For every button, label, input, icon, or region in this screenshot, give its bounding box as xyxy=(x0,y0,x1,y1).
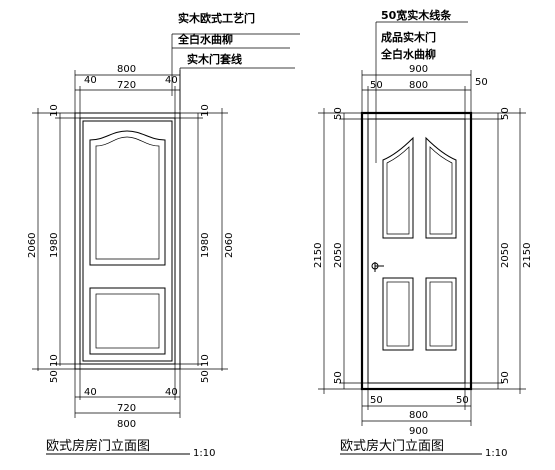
right-door-lower-left-panel xyxy=(382,277,414,351)
right-top-inner-dim: 800 xyxy=(409,80,428,91)
left-door-leaf xyxy=(82,120,173,362)
right-door-lower-right-panel xyxy=(425,277,457,351)
right-note-3: 全白水曲柳 xyxy=(380,47,436,61)
right-top-total-dim: 900 xyxy=(409,64,428,75)
right-door-elevation: 900 800 50 50 50 50 800 900 2150 2050 50… xyxy=(313,8,533,459)
left-top-small-dim: 10 xyxy=(49,104,60,117)
left-note-3: 实木门套线 xyxy=(187,52,242,66)
right-top-small-dim: 10 xyxy=(200,104,211,117)
right-inner-height-dim: 1980 xyxy=(200,233,211,258)
right-door-frame-outer xyxy=(360,111,473,391)
right-door-right-outer-height-dim: 2150 xyxy=(522,243,533,268)
left-bottom-tiny-dim: 50 xyxy=(49,370,60,383)
right-door-right-inner-height-dim: 2050 xyxy=(500,243,511,268)
left-bottom-inner-dim: 720 xyxy=(117,403,136,414)
left-door-scale: 1:10 xyxy=(193,448,215,459)
right-bottom-edge-left-dim: 50 xyxy=(370,395,383,406)
left-top-inner-dim: 720 xyxy=(117,80,136,91)
left-door-upper-panel xyxy=(89,130,166,266)
left-door-lower-panel-inner xyxy=(95,293,160,349)
right-door-upper-right-panel xyxy=(425,136,457,239)
right-bottom-inner-dim: 800 xyxy=(409,410,428,421)
left-door-lower-panel xyxy=(89,287,166,355)
left-bottom-total-dim: 800 xyxy=(117,419,136,430)
left-inner-height-dim: 1980 xyxy=(49,233,60,258)
left-top-edge-right-dim: 40 xyxy=(165,75,178,86)
left-door-casing-outer xyxy=(74,112,181,370)
right-door-frame-inner xyxy=(367,118,466,384)
left-door-upper-panel-inner xyxy=(95,136,160,260)
left-outer-height-dim: 2060 xyxy=(27,233,38,258)
right-door-upper-left-panel xyxy=(382,136,414,239)
right-note-1: 50宽实木线条 xyxy=(381,8,452,22)
right-door-scale: 1:10 xyxy=(485,448,507,459)
right-door-right-bottom-small-dim: 50 xyxy=(500,371,511,384)
left-top-edge-left-dim: 40 xyxy=(84,75,97,86)
left-note-2: 全白水曲柳 xyxy=(177,32,233,46)
right-door-left-inner-height-dim: 2050 xyxy=(333,243,344,268)
right-door-title: 欧式房大门立面图 xyxy=(340,438,444,454)
right-door-lower-left-panel-inner xyxy=(386,281,410,347)
left-note-1: 实木欧式工艺门 xyxy=(178,11,255,25)
right-top-edge-right-dim: 50 xyxy=(475,77,488,88)
right-door-upper-right-panel-inner xyxy=(429,146,453,235)
left-bottom-edge-left-dim: 40 xyxy=(84,387,97,398)
right-door-right-top-small-dim: 50 xyxy=(500,107,511,120)
left-bottom-small-dim: 10 xyxy=(49,354,60,367)
left-top-total-dim: 800 xyxy=(117,64,136,75)
right-top-edge-left-dim: 50 xyxy=(370,80,383,91)
right-door-lower-right-panel-inner xyxy=(429,281,453,347)
right-door-left-outer-height-dim: 2150 xyxy=(313,243,324,268)
right-bottom-small-dim: 10 xyxy=(200,354,211,367)
right-door-upper-left-panel-inner xyxy=(386,146,410,235)
left-door-title: 欧式房房门立面图 xyxy=(46,438,150,454)
right-door-left-top-small-dim: 50 xyxy=(333,107,344,120)
right-outer-height-dim: 2060 xyxy=(224,233,235,258)
right-bottom-total-dim: 900 xyxy=(409,426,428,437)
left-bottom-edge-right-dim: 40 xyxy=(165,387,178,398)
left-door-elevation: 800 720 40 40 40 40 720 800 2060 1980 10… xyxy=(27,11,300,459)
right-note-2: 成品实木门 xyxy=(381,30,436,44)
right-bottom-edge-right-dim: 50 xyxy=(456,395,469,406)
right-door-left-bottom-small-dim: 50 xyxy=(333,371,344,384)
right-bottom-tiny-dim: 50 xyxy=(200,370,211,383)
left-door-casing-inner xyxy=(79,117,176,365)
